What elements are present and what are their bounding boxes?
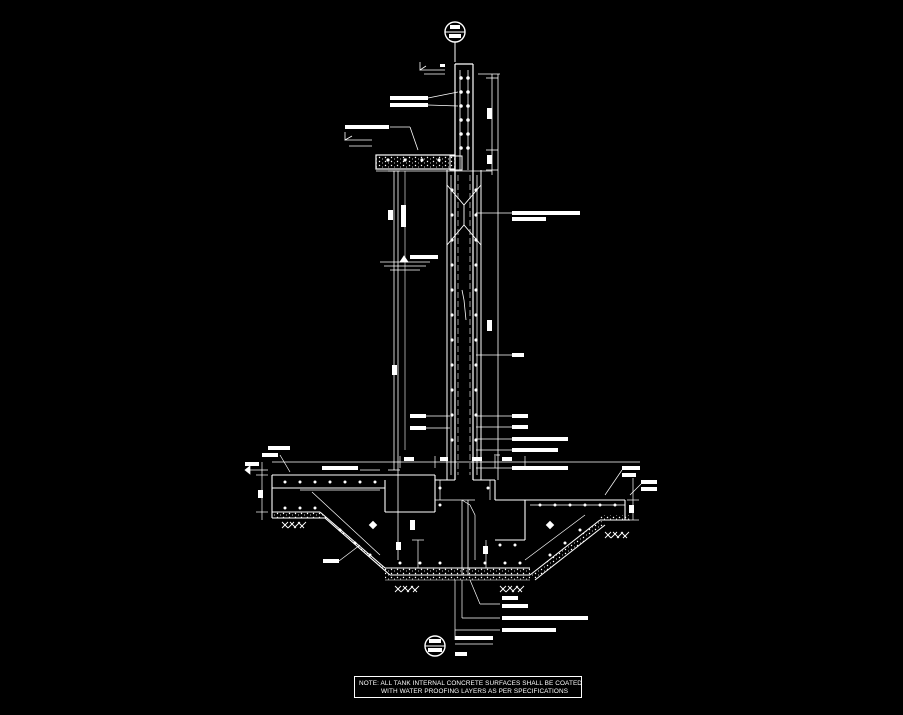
dimension-texts-base bbox=[258, 457, 634, 554]
wall-section bbox=[446, 63, 482, 480]
soil-hatch bbox=[281, 521, 630, 593]
dimension-texts-right bbox=[487, 108, 492, 331]
rebar-dots-upper bbox=[450, 76, 478, 442]
foundation-section bbox=[271, 474, 630, 581]
blinding-layer bbox=[272, 512, 630, 580]
leader-labels-base bbox=[244, 446, 657, 640]
dimension-texts-left bbox=[388, 205, 406, 375]
water-level-symbol bbox=[380, 255, 438, 271]
note-text-line2: WITH WATER PROOFING LAYERS AS PER SPECIF… bbox=[381, 688, 569, 695]
rebar-dots-slab bbox=[386, 158, 441, 162]
leader-labels-right bbox=[410, 211, 580, 470]
section-marker-bottom bbox=[424, 635, 493, 657]
note-text-line1: NOTE: ALL TANK INTERNAL CONCRETE SURFACE… bbox=[359, 680, 583, 687]
section-marker-top bbox=[444, 21, 466, 62]
leader-labels-upper bbox=[390, 91, 459, 107]
general-note-box: NOTE: ALL TANK INTERNAL CONCRETE SURFACE… bbox=[354, 676, 582, 698]
rebar-dots-base bbox=[283, 480, 617, 565]
level-mark-top bbox=[419, 62, 445, 75]
dimension-lines-left bbox=[388, 170, 400, 471]
level-mark-slab bbox=[344, 125, 419, 151]
